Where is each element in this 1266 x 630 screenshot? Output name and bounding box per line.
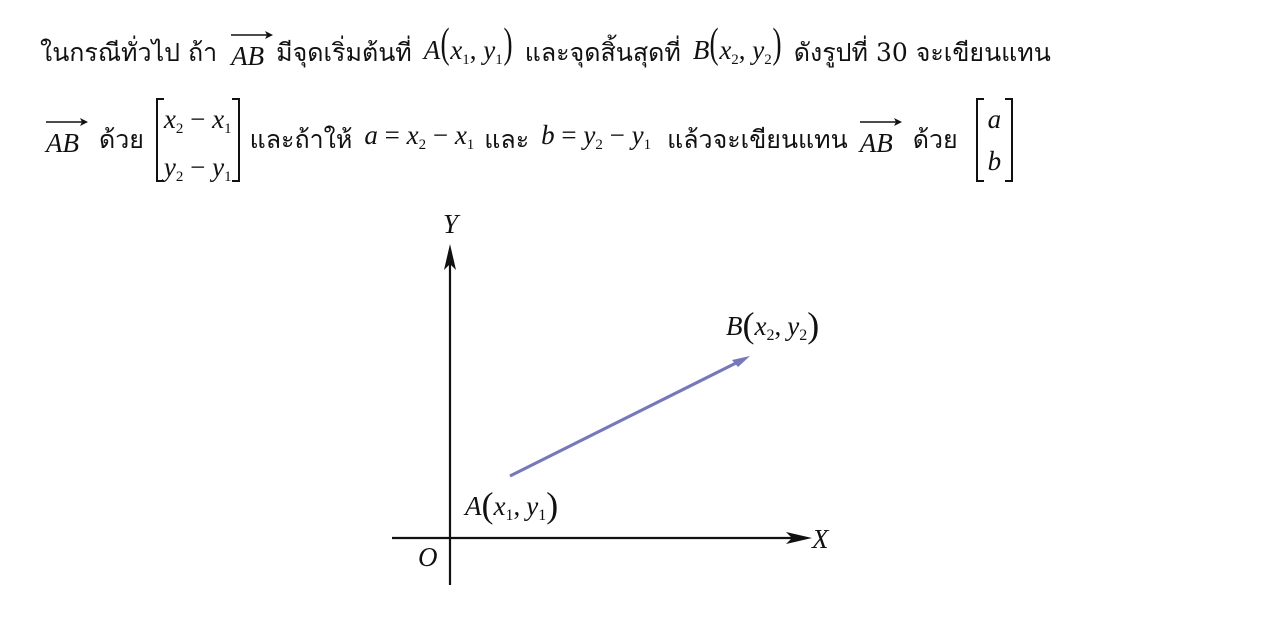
text-and-end-at: และจุดสิ้นสุดที่	[524, 38, 681, 67]
text-in-general-if: ในกรณีทั่วไป ถ้า	[40, 38, 218, 67]
point-a-label: A(x1,y1)	[463, 485, 558, 525]
text-with-2: ด้วย	[912, 125, 958, 154]
vector-arrowhead-icon	[732, 356, 750, 367]
x-axis-arrowhead-icon	[786, 532, 812, 544]
text-as-figure-30: ดังรูปที่ 30 จะเขียนแทน	[793, 38, 1051, 67]
point-b-coords: B(x2, y2)	[692, 21, 782, 68]
y-axis-label: Y	[443, 209, 461, 239]
column-matrix-differences: x2 − x1 y2 − y1	[155, 98, 240, 185]
vector-arrow-icon	[231, 31, 274, 39]
x-axis-label: X	[811, 524, 830, 554]
origin-label: O	[418, 542, 438, 572]
text-with-1: ด้วย	[99, 125, 144, 154]
matrix-row-y: y2 − y1	[163, 152, 232, 185]
vector-arrow-icon	[46, 118, 88, 126]
vector-ab-3: AB	[859, 118, 902, 159]
column-matrix-ab: a b	[975, 98, 1014, 182]
y-axis-arrowhead-icon	[444, 244, 456, 270]
text-and: และ	[484, 125, 530, 154]
matrix-row-a: a	[987, 104, 1002, 134]
vector-arrow-icon	[859, 118, 902, 126]
paragraph-line-1: ในกรณีทั่วไป ถ้า AB มีจุดเริ่มต้นที่ A(x…	[40, 21, 1051, 76]
text-has-start-at: มีจุดเริ่มต้นที่	[276, 38, 412, 67]
x-axis	[392, 532, 812, 544]
matrix-row-x: x2 − x1	[163, 104, 232, 137]
matrix-row-b: b	[987, 146, 1002, 176]
paragraph-line-2: AB ด้วย x2 − x1 y2 − y1 และถ้าให้ a = x2…	[40, 98, 1014, 185]
vector-ab-1: AB	[231, 31, 274, 72]
vector-ab-arrow	[509, 356, 750, 478]
equation-b: b = y2 − y1	[541, 120, 652, 153]
equation-a: a = x2 − x1	[364, 120, 475, 153]
vector-ab-2: AB	[46, 118, 88, 159]
y-axis	[444, 244, 456, 585]
text-then-write-as: แล้วจะเขียนแทน	[667, 125, 848, 154]
text-and-if-let: และถ้าให้	[249, 125, 353, 154]
point-b-label: B(x2,y2)	[726, 305, 819, 345]
point-a-coords: A(x1, y1)	[423, 21, 513, 68]
